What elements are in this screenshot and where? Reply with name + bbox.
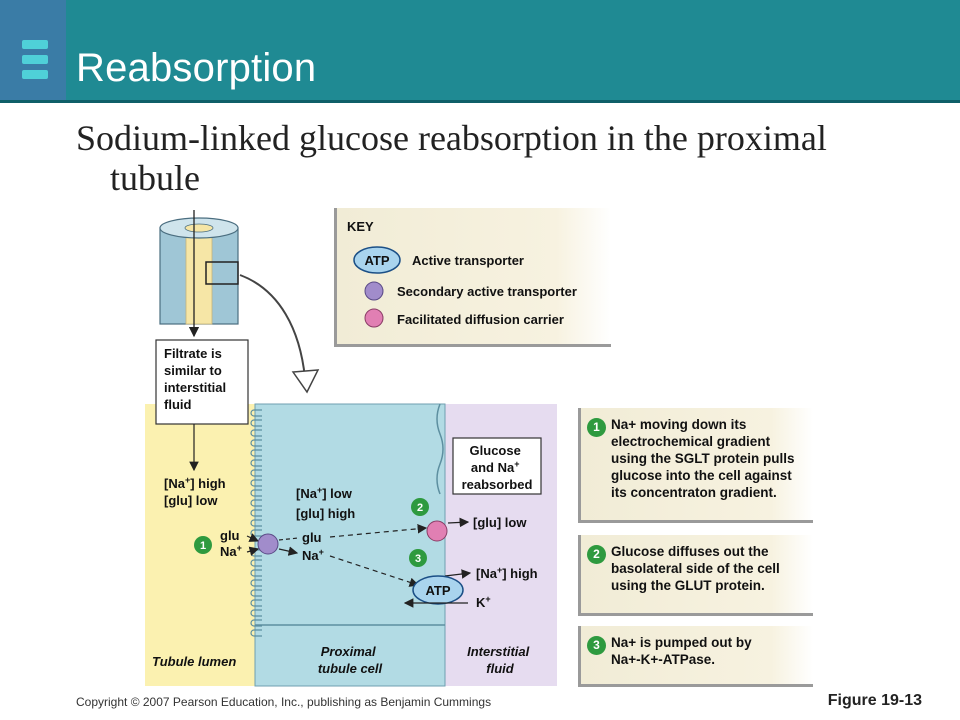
filtrate-box-text: Filtrate is similar to interstitial flui… bbox=[164, 346, 230, 412]
header-logo-block bbox=[0, 0, 66, 100]
step-3-line: Na+-K+-ATPase. bbox=[611, 652, 716, 667]
diagram-step-1-badge bbox=[194, 536, 212, 554]
na-to-pump-path bbox=[329, 555, 420, 587]
step-card-1: 1 Na+ moving down its electrochemical gr… bbox=[578, 408, 813, 523]
diagram-step-3-num: 3 bbox=[415, 553, 421, 565]
subtitle-line-1: Sodium-linked glucose reabsorption in th… bbox=[76, 118, 827, 158]
glucose-box-line-3: reabsorbed bbox=[462, 477, 533, 492]
glucose-reabsorbed-text: Glucose and Na+ reabsorbed bbox=[462, 443, 533, 492]
glu-exit-arrow bbox=[447, 517, 470, 528]
subtitle-line-2: tubule bbox=[110, 158, 200, 198]
na-entry-arrow bbox=[246, 546, 260, 556]
secondary-transporter-icon bbox=[364, 281, 384, 301]
key-heading: KEY bbox=[347, 219, 374, 234]
tubule-lumen-label: Tubule lumen bbox=[152, 654, 236, 669]
lumen-glu-low: [glu] low bbox=[164, 493, 218, 508]
slide-title: Reabsorption bbox=[76, 46, 317, 90]
step-2-line: using the GLUT protein. bbox=[611, 578, 765, 593]
key-facilitated-label: Facilitated diffusion carrier bbox=[397, 312, 564, 327]
glucose-box-line-2: and Na+ bbox=[471, 459, 520, 475]
filtrate-line-4: fluid bbox=[164, 397, 191, 412]
filtrate-line-2: similar to bbox=[164, 363, 222, 378]
interstitial-na-high: [Na+] high bbox=[476, 565, 538, 581]
interstitial-fluid-label: Interstitial fluid bbox=[467, 644, 533, 676]
glu-entry-arrow bbox=[246, 533, 260, 542]
proximal-tubule-cell-region bbox=[255, 404, 445, 686]
tubule-illustration bbox=[159, 210, 320, 394]
lumen-na-label: Na+ bbox=[220, 543, 242, 559]
microvilli-brush-border bbox=[250, 409, 262, 637]
step-1-line: glucose into the cell against bbox=[611, 468, 792, 483]
cell-na-low: [Na+] low bbox=[296, 485, 353, 501]
key-card: KEY ATP Active transporter Secondary act… bbox=[334, 208, 611, 347]
key-svg: KEY ATP Active transporter Secondary act… bbox=[347, 219, 577, 328]
step-3-text: Na+ is pumped out by Na+-K+-ATPase. bbox=[611, 634, 809, 668]
step-1-badge: 1 bbox=[587, 418, 606, 437]
glut-transporter bbox=[426, 520, 448, 542]
cell-junction-top bbox=[436, 403, 444, 495]
glu-diffusion-path bbox=[329, 524, 428, 538]
facilitated-carrier-icon bbox=[364, 308, 384, 328]
slide-header bbox=[0, 0, 960, 100]
logo-bar-icon bbox=[22, 70, 48, 79]
key-active-transporter-label: Active transporter bbox=[412, 253, 524, 268]
slide-subtitle: Sodium-linked glucose reabsorption in th… bbox=[76, 118, 936, 198]
zoom-region-box bbox=[205, 261, 239, 285]
step-card-2: 2 Glucose diffuses out the basolateral s… bbox=[578, 535, 813, 616]
tubule-lumen-cutaway bbox=[185, 227, 213, 325]
proximal-cell-label: Proximal tubule cell bbox=[318, 644, 383, 676]
footer-copyright: Copyright © 2007 Pearson Education, Inc.… bbox=[76, 695, 492, 709]
step-1-line: Na+ moving down its bbox=[611, 417, 747, 432]
na-exit-arrow bbox=[444, 569, 472, 579]
cell-glu-high: [glu] high bbox=[296, 506, 355, 521]
zoom-arrowhead bbox=[291, 369, 320, 394]
logo-bar-icon bbox=[22, 55, 48, 64]
filtrate-box bbox=[155, 339, 249, 425]
step-3-line: Na+ is pumped out by bbox=[611, 635, 752, 650]
header-rule bbox=[0, 100, 960, 103]
zoom-arrow bbox=[239, 274, 306, 379]
glucose-box-line-1: Glucose bbox=[470, 443, 521, 458]
diagram-step-1-num: 1 bbox=[200, 540, 206, 552]
active-transporter-icon bbox=[353, 246, 401, 274]
step-2-badge: 2 bbox=[587, 545, 606, 564]
step-2-text: Glucose diffuses out the basolateral sid… bbox=[611, 543, 809, 594]
step-card-3: 3 Na+ is pumped out by Na+-K+-ATPase. bbox=[578, 626, 813, 687]
figure-label: Figure 19-13 bbox=[827, 692, 922, 709]
filtrate-line-1: Filtrate is bbox=[164, 346, 222, 361]
interstitial-k-label: K+ bbox=[476, 594, 491, 610]
logo-bar-icon bbox=[22, 40, 48, 49]
cell-glu-label: glu bbox=[302, 530, 322, 545]
tubule-inner-opening bbox=[184, 223, 214, 233]
lumen-na-high: [Na+] high bbox=[164, 475, 226, 491]
pump-atp-label: ATP bbox=[425, 583, 450, 598]
lumen-glu-label: glu bbox=[220, 528, 240, 543]
interstitial-glu-low: [glu] low bbox=[473, 515, 527, 530]
step-3-badge: 3 bbox=[587, 636, 606, 655]
key-secondary-label: Secondary active transporter bbox=[397, 284, 577, 299]
filtrate-line-3: interstitial bbox=[164, 380, 226, 395]
step-1-text: Na+ moving down its electrochemical grad… bbox=[611, 416, 809, 501]
glu-into-cell-dash bbox=[278, 537, 299, 541]
step-1-line: its concentraton gradient. bbox=[611, 485, 777, 500]
diagram-step-3-badge bbox=[409, 549, 427, 567]
step-2-line: Glucose diffuses out the bbox=[611, 544, 769, 559]
sglt-transporter bbox=[257, 533, 279, 555]
na-k-atpase-pump bbox=[412, 575, 464, 605]
glucose-reabsorbed-box bbox=[452, 437, 542, 495]
cell-outline bbox=[254, 403, 446, 687]
step-1-line: using the SGLT protein pulls bbox=[611, 451, 795, 466]
na-into-cell-arrow bbox=[278, 546, 299, 556]
step-1-line: electrochemical gradient bbox=[611, 434, 771, 449]
diagram-step-2-badge bbox=[411, 498, 429, 516]
key-atp-symbol: ATP bbox=[364, 253, 389, 268]
cell-na-label: Na+ bbox=[302, 547, 324, 563]
diagram-step-2-num: 2 bbox=[417, 502, 423, 514]
step-2-line: basolateral side of the cell bbox=[611, 561, 780, 576]
